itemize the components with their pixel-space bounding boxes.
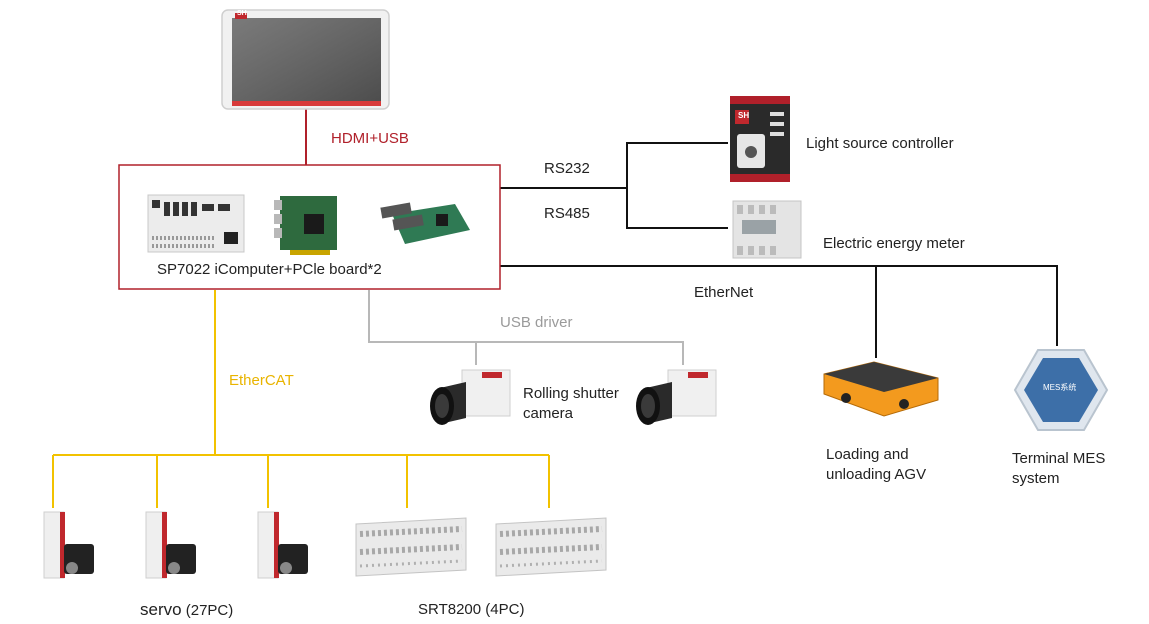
- pcie-board-2: [380, 202, 470, 244]
- srt8200-io: [355, 517, 467, 577]
- servo-drive: [43, 511, 94, 579]
- energy-meter-label: Electric energy meter: [823, 235, 965, 252]
- srt8200-io-2: [495, 517, 607, 577]
- srt-label: SRT8200 (4PC): [418, 601, 524, 619]
- hdmi-usb-label: HDMI+USB: [331, 130, 409, 147]
- light-source-label: Light source controller: [806, 135, 954, 152]
- mes-terminal: [1013, 349, 1109, 431]
- srt-name: SRT8200: [418, 601, 482, 618]
- agv-label-line2: unloading AGV: [826, 465, 927, 483]
- agv-label: Loading and unloading AGV: [826, 445, 926, 484]
- servo-name: servo: [140, 600, 182, 619]
- ethernet-connection: [500, 265, 1058, 358]
- rs232-label: RS232: [544, 160, 590, 177]
- industrial-computer: [147, 194, 245, 253]
- camera-label: Rolling shutter camera: [523, 384, 619, 423]
- servo-qty: (27PC): [185, 602, 234, 619]
- camera-label-line1: Rolling shutter: [523, 385, 619, 402]
- srt-qty: (4PC): [485, 601, 525, 618]
- mes-label-line2: system: [1012, 469, 1060, 487]
- electric-energy-meter: [732, 200, 802, 259]
- ethernet-label: EtherNet: [694, 284, 754, 301]
- ethercat-label: EtherCAT: [229, 372, 294, 389]
- light-source-controller: [730, 96, 790, 182]
- servo-label: servo (27PC): [140, 600, 233, 620]
- servo-drive-3: [257, 511, 308, 579]
- camera-label-line2: camera: [523, 404, 574, 422]
- mes-badge-text: MES系统: [1043, 383, 1077, 392]
- mes-label-line1: Terminal MES: [1012, 450, 1106, 467]
- servo-drive-2: [145, 511, 196, 579]
- rs485-label: RS485: [544, 205, 590, 222]
- agv: [823, 361, 939, 417]
- mes-label: Terminal MES system: [1012, 449, 1105, 488]
- ethercat-connection: [52, 290, 550, 508]
- rolling-shutter-camera-2: [636, 369, 717, 425]
- usb-driver-label: USB driver: [500, 314, 573, 331]
- usb-driver-connection: [368, 290, 684, 365]
- controller-logo: SH: [738, 111, 750, 120]
- serial-connections: [500, 142, 728, 229]
- computer-label: SP7022 iComputer+PCle board*2: [157, 261, 382, 278]
- pcie-board-1: [274, 196, 337, 255]
- panel-logo: SH: [237, 10, 247, 17]
- touch-panel: [221, 9, 390, 110]
- agv-label-line1: Loading and: [826, 446, 909, 463]
- rolling-shutter-camera: [430, 369, 511, 425]
